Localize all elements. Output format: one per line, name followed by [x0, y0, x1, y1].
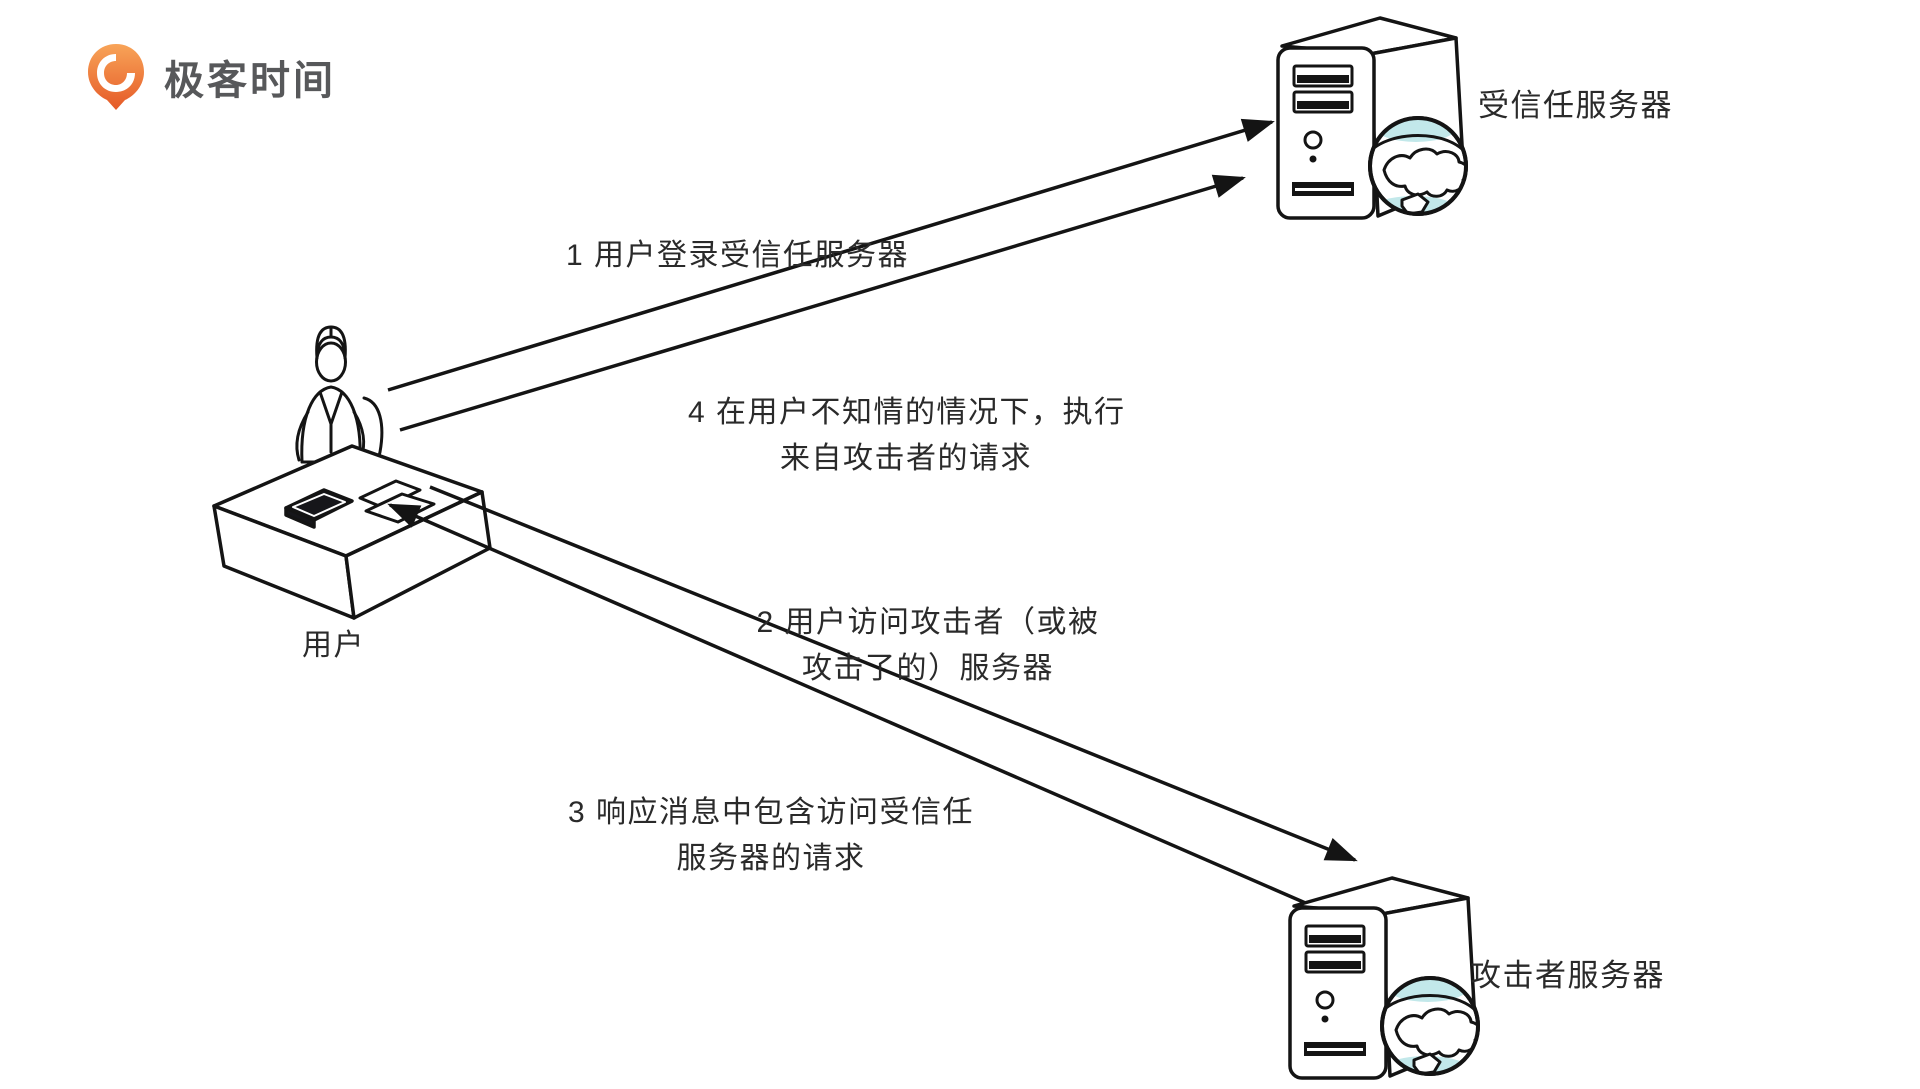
brand-logo: 极客时间 — [84, 42, 336, 112]
label-step2-line2: 攻击了的）服务器 — [802, 652, 1054, 685]
label-trusted-server: 受信任服务器 — [1478, 88, 1673, 123]
person-left-arm — [295, 410, 310, 462]
attacker-server-icon — [1290, 878, 1480, 1084]
label-step3-line2: 服务器的请求 — [676, 842, 866, 875]
user-figure — [295, 325, 384, 470]
label-user: 用户 — [302, 629, 365, 662]
label-step4: 4 在用户不知情的情况下，执行 来自攻击者的请求 — [688, 390, 1124, 482]
label-attacker-server: 攻击者服务器 — [1470, 958, 1665, 993]
label-step2: 2 用户访问攻击者（或被 攻击了的）服务器 — [742, 600, 1114, 692]
arrow-step3 — [387, 503, 1318, 910]
arrow-step1 — [387, 118, 1275, 392]
brand-name: 极客时间 — [164, 59, 336, 103]
person-hair — [315, 325, 347, 360]
geektime-logo-icon — [88, 44, 144, 110]
label-step3-line1: 3 响应消息中包含访问受信任 — [567, 796, 975, 829]
arrow-step4 — [399, 174, 1246, 432]
label-step2-line1: 2 用户访问攻击者（或被 — [756, 606, 1100, 639]
label-step3: 3 响应消息中包含访问受信任 服务器的请求 — [566, 790, 976, 882]
trusted-server-icon — [1278, 18, 1468, 224]
label-step1: 1 用户登录受信任服务器 — [566, 239, 910, 272]
chair-back — [362, 396, 384, 470]
label-step4-line2: 来自攻击者的请求 — [780, 442, 1032, 475]
arrow-step2 — [429, 485, 1358, 862]
label-step4-line1: 4 在用户不知情的情况下，执行 — [688, 396, 1126, 429]
person-head — [315, 341, 347, 383]
tablet — [284, 488, 354, 529]
user-desk — [212, 444, 492, 620]
